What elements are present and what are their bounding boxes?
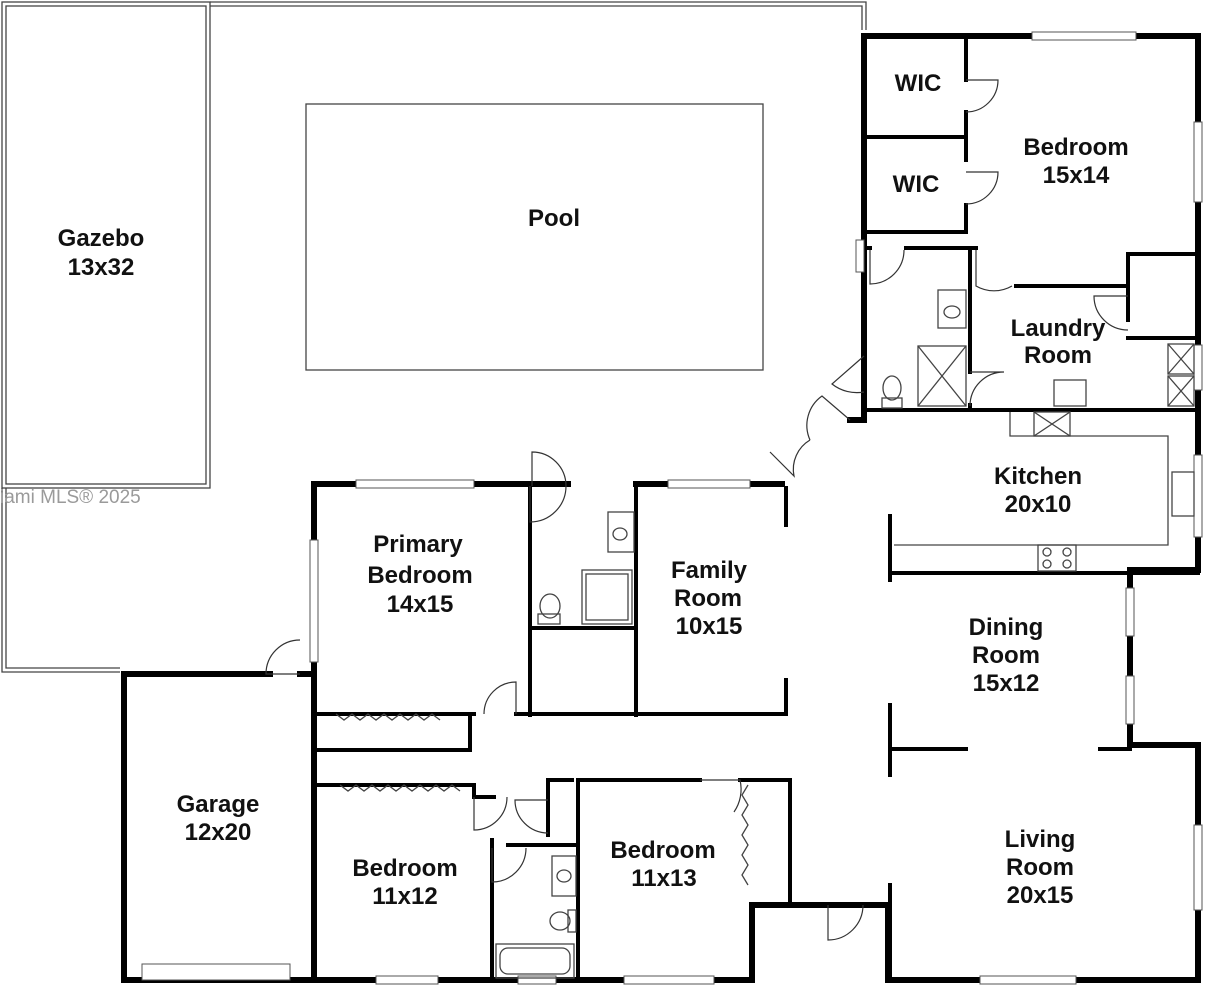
garage-label: Garage xyxy=(177,791,260,818)
wic-bottom-label: WIC xyxy=(893,171,940,198)
laundry-label-line2: Room xyxy=(1024,342,1092,369)
living-room-label-line2: Room xyxy=(1006,854,1074,881)
closets xyxy=(335,713,749,886)
family-room-label-line2: Room xyxy=(674,585,742,612)
watermark: iami MLS® 2025 xyxy=(0,487,141,508)
living-room-label-line1: Living xyxy=(1005,826,1076,853)
fixtures xyxy=(495,289,1195,979)
garage-size: 12x20 xyxy=(185,819,252,846)
pool-label: Pool xyxy=(528,205,580,232)
laundry-label-line1: Laundry xyxy=(1011,315,1106,342)
gazebo-size: 13x32 xyxy=(68,254,135,281)
primary-bedroom-label-line1: Primary xyxy=(373,531,463,558)
primary-bedroom-size: 14x15 xyxy=(387,591,454,618)
family-room-label-line1: Family xyxy=(671,557,748,584)
doors xyxy=(265,79,1129,941)
pool-outline xyxy=(305,103,764,371)
wic-top-label: WIC xyxy=(895,70,942,97)
bedroom-ne-size: 15x14 xyxy=(1043,162,1110,189)
gazebo-label: Gazebo xyxy=(58,225,145,252)
bedroom-s-size: 11x13 xyxy=(631,865,696,892)
gazebo-outline xyxy=(1,1,867,673)
bedroom-sw-size: 11x12 xyxy=(372,883,437,910)
kitchen-label: Kitchen xyxy=(994,463,1082,490)
bedroom-ne-label: Bedroom xyxy=(1023,134,1128,161)
family-room-size: 10x15 xyxy=(676,613,743,640)
bedroom-sw-label: Bedroom xyxy=(352,855,457,882)
windows xyxy=(141,31,1203,985)
living-room-size: 20x15 xyxy=(1007,882,1074,909)
kitchen-size: 20x10 xyxy=(1005,491,1072,518)
dining-room-label-line2: Room xyxy=(972,642,1040,669)
dining-room-size: 15x12 xyxy=(973,670,1040,697)
primary-bedroom-label-line2: Bedroom xyxy=(367,562,472,589)
bedroom-s-label: Bedroom xyxy=(610,837,715,864)
dining-room-label-line1: Dining xyxy=(969,614,1044,641)
